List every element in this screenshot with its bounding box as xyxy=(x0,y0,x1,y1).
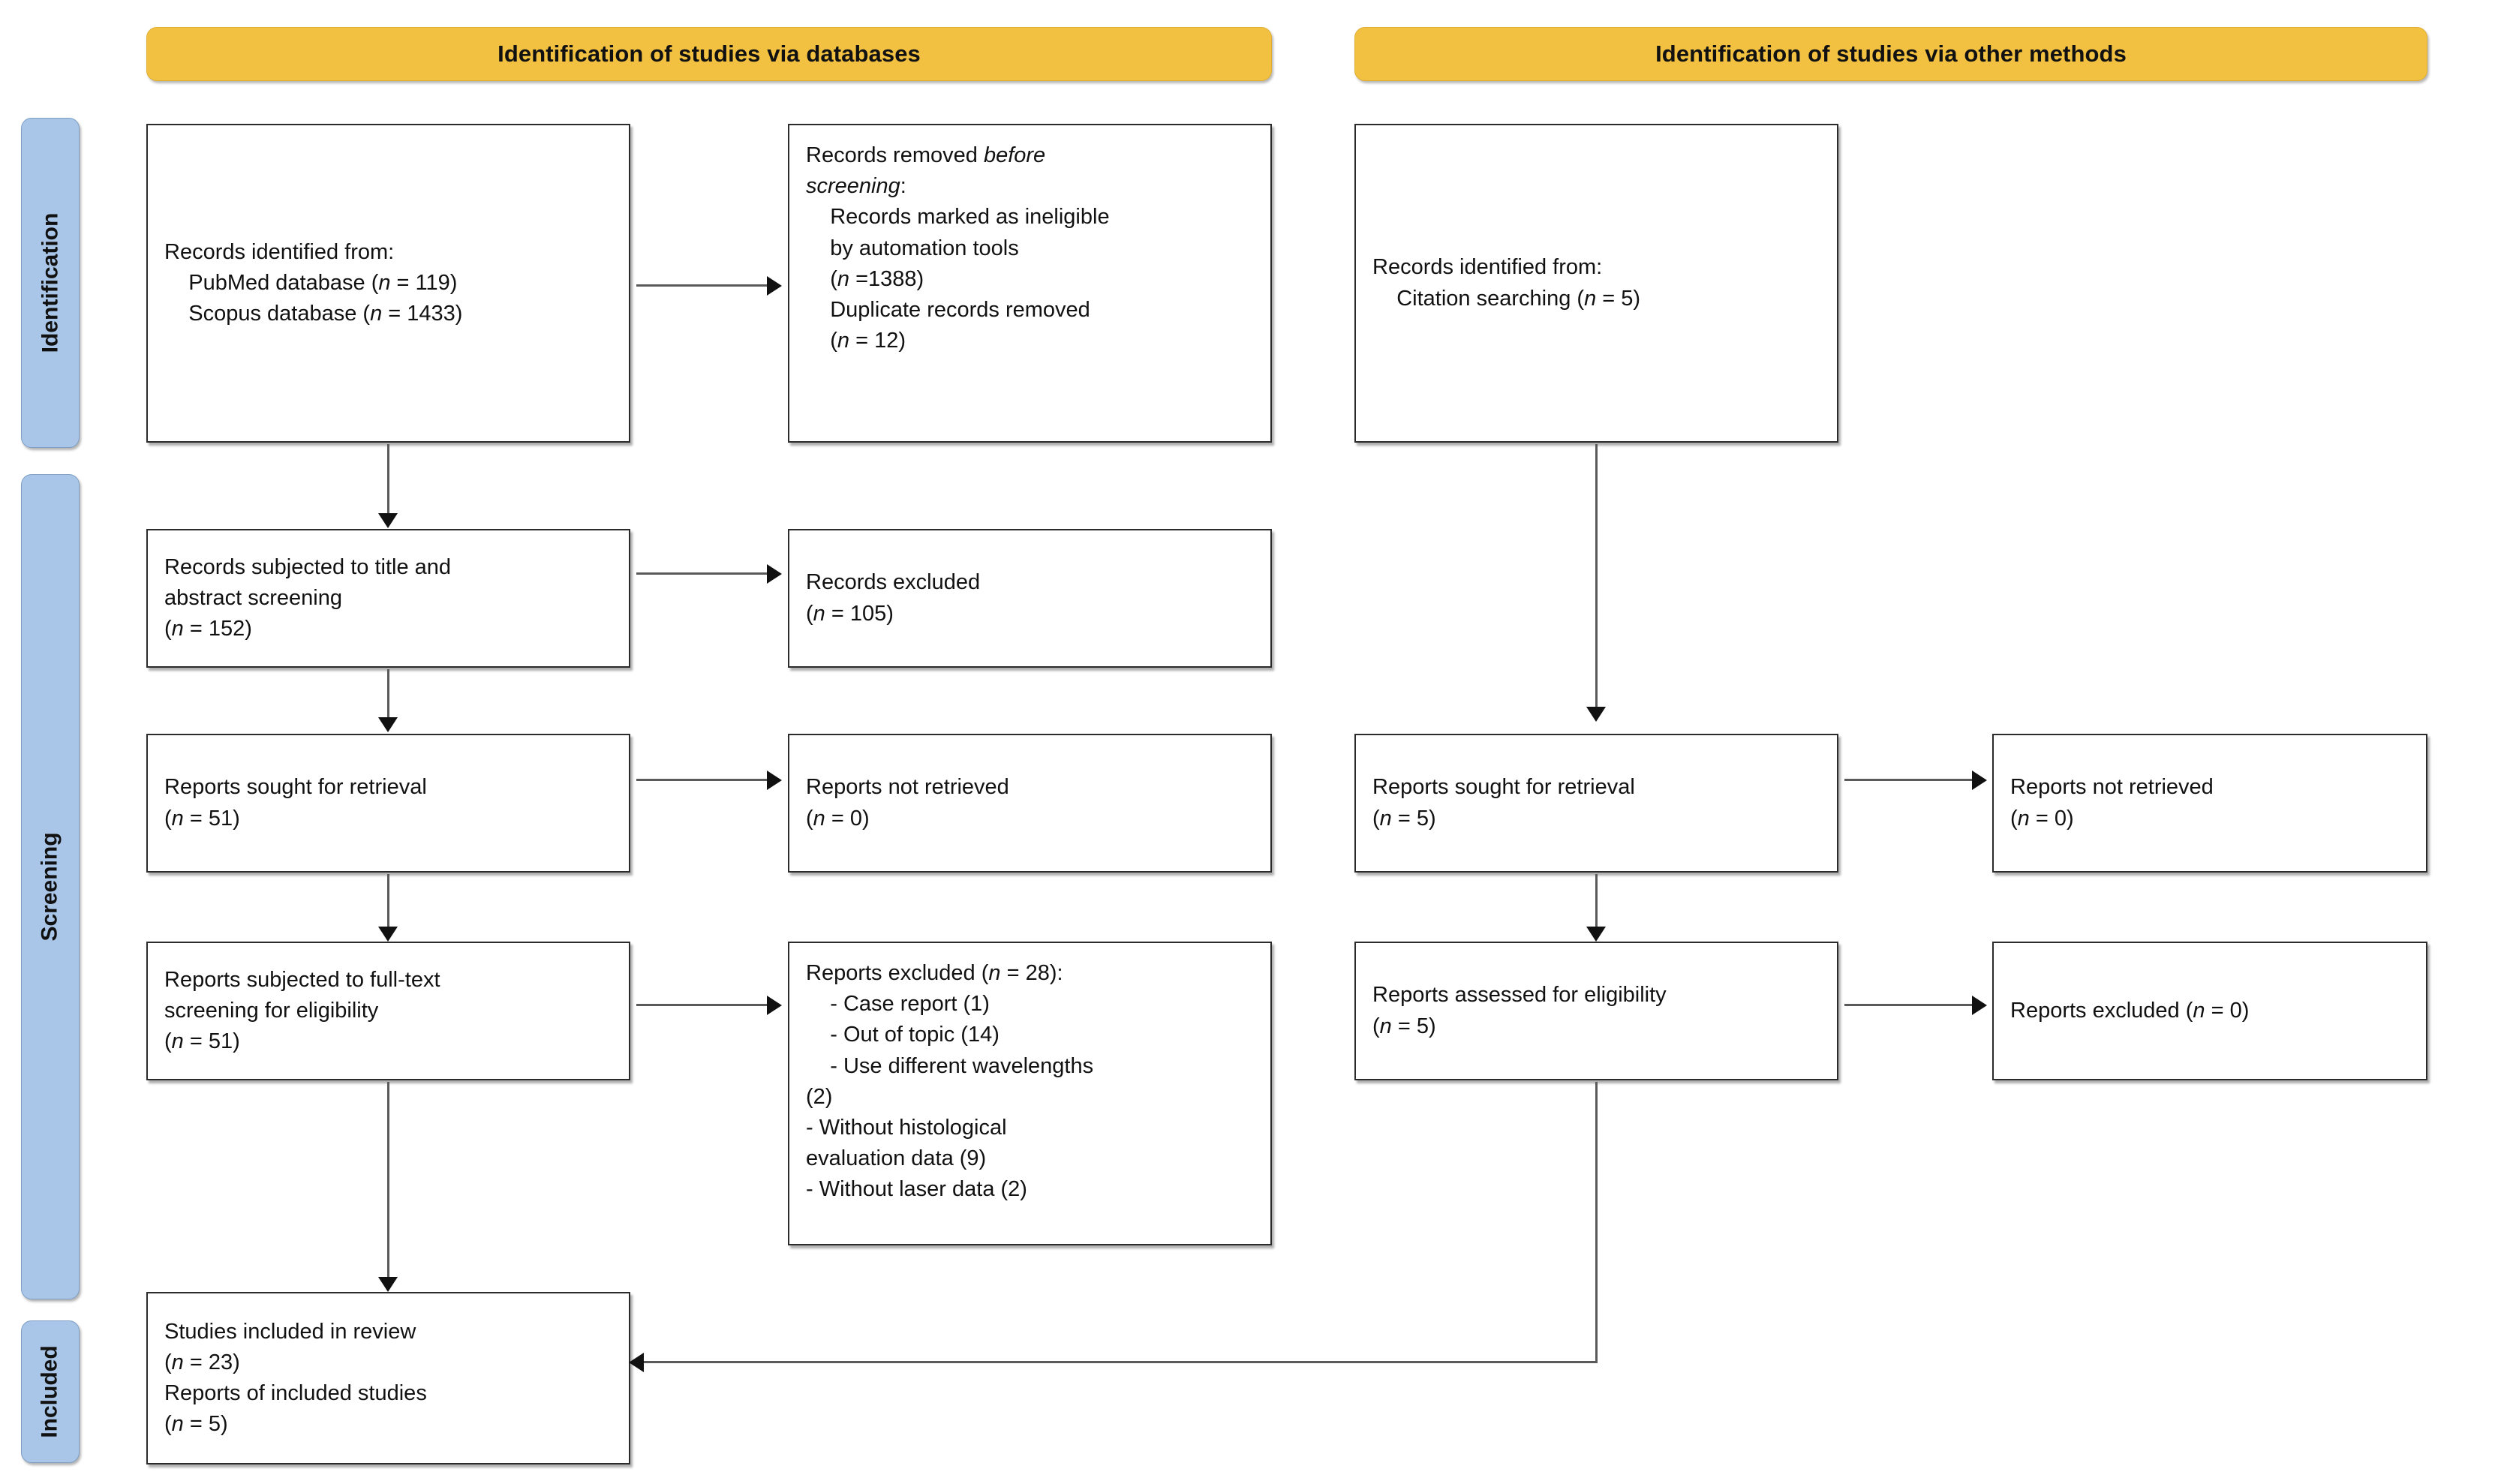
connector-identified-to-screening xyxy=(387,444,389,513)
arrowhead-sought-to-fulltext xyxy=(378,927,398,942)
connector-fulltext-to-included xyxy=(387,1082,389,1283)
connector-sought-to-fulltext xyxy=(387,874,389,933)
rail-included: Included xyxy=(21,1320,80,1463)
banner-databases-label: Identification of studies via databases xyxy=(497,41,921,67)
connector-assessed-elbow-vertical xyxy=(1595,1082,1598,1363)
rail-identification: Identification xyxy=(21,118,80,448)
rail-screening: Screening xyxy=(21,474,80,1299)
arrowhead-assessed-to-excluded-other xyxy=(1972,996,1987,1015)
box-records-identified-other-text: Records identified from: Citation search… xyxy=(1372,255,1641,311)
box-studies-included: Studies included in review (n = 23) Repo… xyxy=(146,1292,630,1464)
rail-included-label: Included xyxy=(38,1345,62,1438)
connector-screening-to-excluded xyxy=(636,572,767,575)
connector-assessed-elbow-horizontal xyxy=(644,1361,1598,1363)
banner-databases: Identification of studies via databases xyxy=(146,27,1272,81)
box-reports-assessed-other-text: Reports assessed for eligibility (n = 5) xyxy=(1372,983,1667,1038)
connector-identified-to-removed xyxy=(636,284,767,287)
arrowhead-assessed-to-included xyxy=(629,1353,644,1372)
banner-other-methods-label: Identification of studies via other meth… xyxy=(1655,41,2127,67)
box-reports-sought-other-text: Reports sought for retrieval (n = 5) xyxy=(1372,775,1635,831)
box-records-excluded: Records excluded (n = 105) xyxy=(788,529,1272,668)
arrowhead-identified-to-removed xyxy=(767,276,782,296)
arrowhead-fulltext-to-excluded xyxy=(767,996,782,1015)
box-reports-not-retrieved-other: Reports not retrieved (n = 0) xyxy=(1992,734,2427,873)
connector-sought-to-not-retrieved xyxy=(636,779,767,781)
box-records-identified-other: Records identified from: Citation search… xyxy=(1354,124,1838,443)
box-title-abstract-screening-text: Records subjected to title and abstract … xyxy=(164,554,452,641)
box-reports-excluded-databases: Reports excluded (n = 28): - Case report… xyxy=(788,942,1272,1245)
arrowhead-screening-to-excluded xyxy=(767,564,782,584)
connector-screening-to-reports-sought xyxy=(387,669,389,723)
arrowhead-fulltext-to-included xyxy=(378,1277,398,1292)
arrowhead-sought-other-to-not-retrieved xyxy=(1972,771,1987,790)
arrowhead-identified-other-to-sought xyxy=(1586,707,1606,722)
box-records-identified-databases-text: Records identified from: PubMed database… xyxy=(164,239,463,326)
banner-other-methods: Identification of studies via other meth… xyxy=(1354,27,2427,81)
arrowhead-sought-other-to-assessed xyxy=(1586,927,1606,942)
box-reports-excluded-other: Reports excluded (n = 0) xyxy=(1992,942,2427,1080)
rail-identification-label: Identification xyxy=(38,212,63,353)
box-records-removed-before-screening-text: Records removed before screening: Record… xyxy=(806,143,1110,353)
box-studies-included-text: Studies included in review (n = 23) Repo… xyxy=(164,1319,427,1437)
box-reports-sought-databases: Reports sought for retrieval (n = 51) xyxy=(146,734,630,873)
connector-identified-other-to-sought xyxy=(1595,444,1598,707)
box-fulltext-screening: Reports subjected to full-text screening… xyxy=(146,942,630,1080)
box-reports-not-retrieved-databases-text: Reports not retrieved (n = 0) xyxy=(806,775,1009,831)
rail-screening-label: Screening xyxy=(38,832,62,942)
box-reports-excluded-other-text: Reports excluded (n = 0) xyxy=(2010,998,2250,1023)
box-records-excluded-text: Records excluded (n = 105) xyxy=(806,570,981,626)
arrowhead-identified-to-screening xyxy=(378,513,398,528)
box-reports-not-retrieved-databases: Reports not retrieved (n = 0) xyxy=(788,734,1272,873)
connector-assessed-to-excluded-other xyxy=(1844,1004,1972,1006)
box-reports-sought-databases-text: Reports sought for retrieval (n = 51) xyxy=(164,775,427,831)
arrowhead-screening-to-reports-sought xyxy=(378,717,398,732)
box-records-removed-before-screening: Records removed before screening: Record… xyxy=(788,124,1272,443)
box-records-identified-databases: Records identified from: PubMed database… xyxy=(146,124,630,443)
box-title-abstract-screening: Records subjected to title and abstract … xyxy=(146,529,630,668)
box-reports-sought-other: Reports sought for retrieval (n = 5) xyxy=(1354,734,1838,873)
box-fulltext-screening-text: Reports subjected to full-text screening… xyxy=(164,967,440,1054)
connector-sought-other-to-not-retrieved xyxy=(1844,779,1972,781)
box-reports-not-retrieved-other-text: Reports not retrieved (n = 0) xyxy=(2010,775,2214,831)
box-reports-excluded-databases-text: Reports excluded (n = 28): - Case report… xyxy=(806,961,1094,1202)
connector-sought-other-to-assessed xyxy=(1595,874,1598,933)
arrowhead-sought-to-not-retrieved xyxy=(767,771,782,790)
connector-fulltext-to-excluded xyxy=(636,1004,767,1006)
box-reports-assessed-other: Reports assessed for eligibility (n = 5) xyxy=(1354,942,1838,1080)
